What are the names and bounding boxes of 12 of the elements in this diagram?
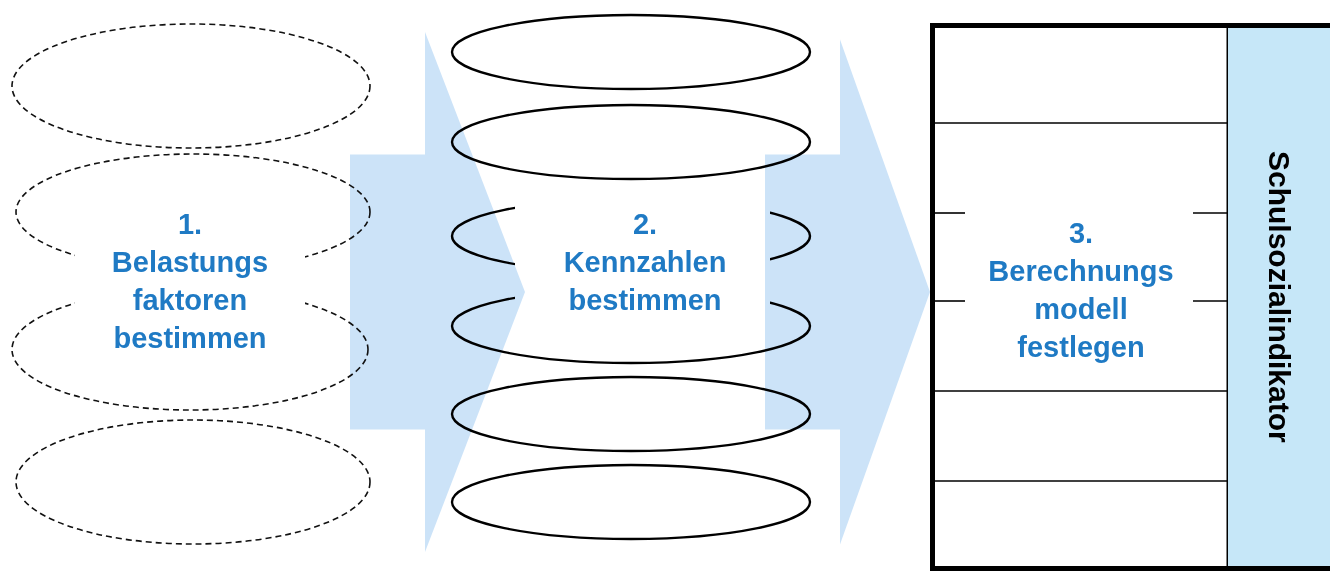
vertical-band-title: Schulsozialindikator xyxy=(1228,28,1330,566)
ellipse-outline xyxy=(450,463,812,541)
step-label: 1. Belastungs faktoren bestimmen xyxy=(30,200,350,362)
ellipse-outline xyxy=(450,375,812,453)
block-arrow xyxy=(350,32,525,552)
ellipse-outline xyxy=(450,103,812,181)
step-label: 2. Kennzahlen bestimmen xyxy=(525,198,765,326)
ellipse-outline xyxy=(450,13,812,91)
ellipse-outline xyxy=(10,22,372,150)
block-arrow xyxy=(765,39,930,545)
table-box xyxy=(930,23,1330,571)
ellipse-outline xyxy=(14,418,372,546)
